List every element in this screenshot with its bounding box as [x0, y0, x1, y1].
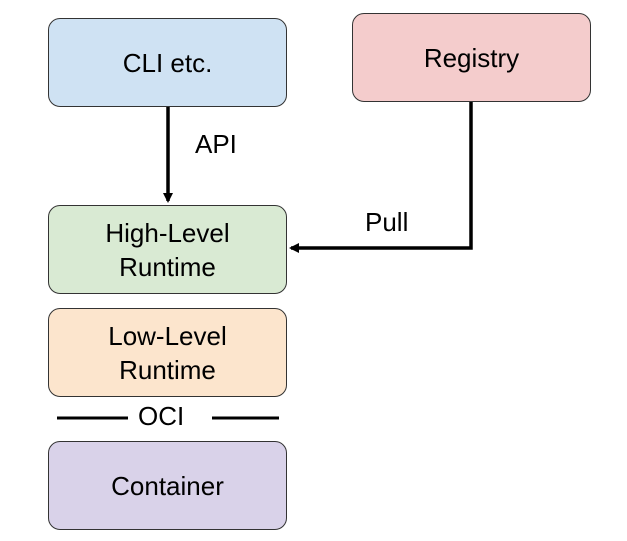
registry-box: Registry	[352, 13, 591, 102]
high-level-runtime-label-line2: Runtime	[119, 251, 216, 282]
cli-box: CLI etc.	[48, 18, 287, 107]
oci-separator-label: OCI	[138, 401, 185, 431]
low-level-runtime-box: Low-Level Runtime	[48, 308, 287, 397]
registry-box-label: Registry	[423, 42, 520, 73]
pull-edge-label: Pull	[365, 207, 409, 237]
cli-box-label: CLI etc.	[122, 47, 213, 78]
pull-arrow	[289, 102, 473, 253]
high-level-runtime-box: High-Level Runtime	[48, 205, 287, 294]
low-level-runtime-label-line2: Runtime	[119, 354, 216, 385]
high-level-runtime-label-line1: High-Level	[105, 217, 230, 248]
container-box-label: Container	[111, 470, 224, 501]
low-level-runtime-label-line1: Low-Level	[108, 320, 227, 351]
container-box: Container	[48, 441, 287, 530]
api-edge-label: API	[195, 129, 237, 159]
